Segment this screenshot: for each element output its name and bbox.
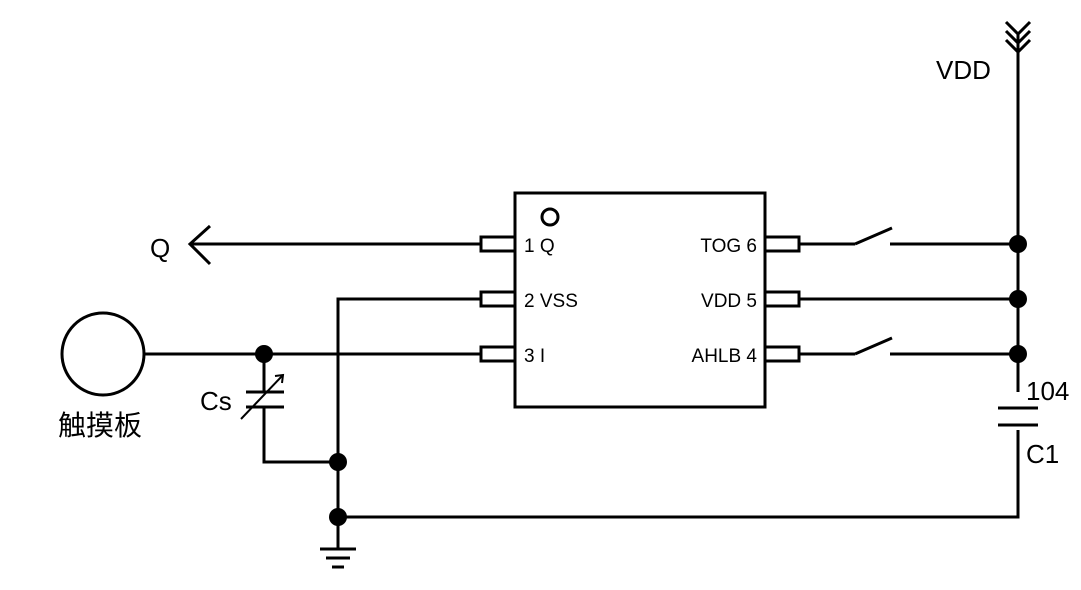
cs-variable-arrow (240, 374, 284, 420)
cs-label: Cs (200, 386, 232, 416)
c1-value-label: 104 (1026, 376, 1069, 406)
c1-name-label: C1 (1026, 439, 1059, 469)
vdd-arrow-3 (1004, 38, 1032, 55)
pin-2 (479, 290, 517, 308)
pin-5 (763, 290, 801, 308)
pin-6-label: TOG 6 (700, 236, 757, 257)
q-output-arrow (187, 224, 212, 266)
tog-switch (854, 226, 893, 246)
ahlb-switch (854, 336, 893, 356)
pin-4 (763, 345, 801, 363)
pin-1 (479, 235, 517, 253)
junction-dot-input (255, 345, 273, 363)
junction-dot-ahlb (1009, 345, 1027, 363)
pin-1-label: 1 Q (524, 236, 555, 257)
cs-variable-arrowhead (274, 373, 285, 384)
pin-2-label: 2 VSS (524, 291, 578, 312)
junction-dot-tog (1009, 235, 1027, 253)
touch-pad-label: 触摸板 (58, 410, 142, 441)
junction-dot-vdd (1009, 290, 1027, 308)
pin1-marker (540, 207, 560, 227)
vdd-label: VDD (936, 55, 991, 85)
vss-wire (336, 297, 481, 548)
pin-6 (763, 235, 801, 253)
q-output-label: Q (150, 233, 170, 263)
vdd-arrow-1 (1004, 20, 1032, 37)
ground-return-wire (338, 430, 1020, 519)
junction-dot-ground (329, 508, 347, 526)
touch-pad-circle (60, 311, 146, 397)
pin-3-label: 3 I (524, 346, 545, 367)
pin-4-label: AHLB 4 (692, 346, 758, 367)
junction-dot-cs (329, 453, 347, 471)
pin-3 (479, 345, 517, 363)
vdd-arrow-2 (1004, 29, 1032, 46)
cs-bottom-lead (262, 407, 338, 464)
pin-5-label: VDD 5 (701, 291, 757, 312)
